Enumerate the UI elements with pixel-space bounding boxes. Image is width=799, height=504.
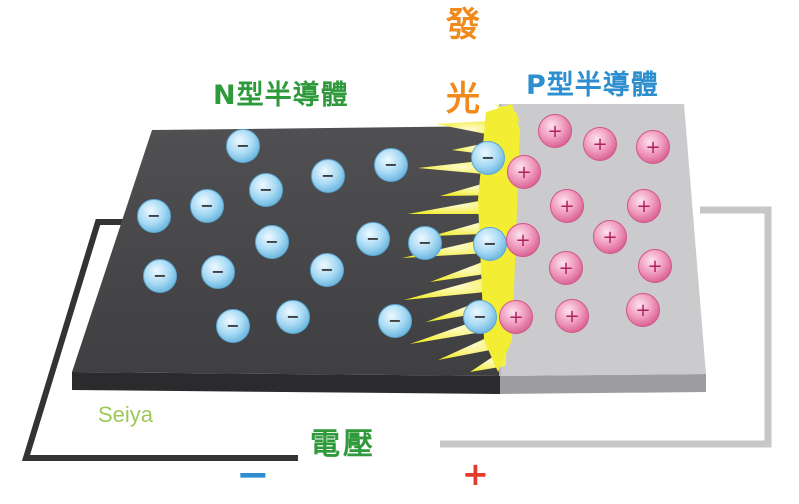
hole: + [506,223,540,257]
electron-symbol: − [320,260,333,279]
holes-group: + + + + + + + + + + + + + [499,114,672,334]
electron-symbol: − [384,155,397,174]
electron: − [408,226,442,260]
electron-symbol: − [259,180,272,199]
hole: + [550,189,584,223]
hole: + [583,127,617,161]
electron-symbol: − [226,316,239,335]
hole-symbol: + [547,121,562,142]
electron-symbol: − [211,262,224,281]
electron: − [190,189,224,223]
electron: − [473,227,507,261]
hole: + [627,189,661,223]
hole-symbol: + [559,196,574,217]
electron: − [143,259,177,293]
hole-symbol: + [647,256,662,277]
hole-symbol: + [508,307,523,328]
electron: − [463,300,497,334]
electron: − [201,255,235,289]
p-type-label: P型半導體 [526,70,659,101]
positive-wire [440,206,772,448]
light-label-char-2: 光 [446,79,480,119]
electron-symbol: − [200,196,213,215]
electron-symbol: − [265,232,278,251]
electron: − [216,309,250,343]
n-type-plate-side [72,372,500,394]
electron-symbol: − [147,206,160,225]
hole-symbol: + [558,258,573,279]
hole-symbol: + [636,196,651,217]
electron-symbol: − [418,233,431,252]
hole: + [538,114,572,148]
electron-symbol: − [366,229,379,248]
electron: − [471,141,505,175]
voltage-label: 電壓 [310,427,376,462]
electron: − [374,148,408,182]
hole-symbol: + [635,300,650,321]
hole: + [626,293,660,327]
hole-symbol: + [516,162,531,183]
n-type-label: N型半導體 [213,80,349,111]
hole: + [507,155,541,189]
electron: − [137,199,171,233]
electron-symbol: − [481,148,494,167]
electron-symbol: − [388,311,401,330]
electron-symbol: − [473,307,486,326]
electrons-group: − − − − − − − − − − − − − − − − − − [137,129,507,343]
electron: − [378,304,412,338]
electron: − [276,300,310,334]
hole-symbol: + [645,137,660,158]
light-spike [404,272,506,300]
hole-symbol: + [592,134,607,155]
hole: + [636,130,670,164]
light-label-char-1: 發 [446,5,480,45]
light-spike [494,104,520,122]
hole: + [499,300,533,334]
electron: − [255,225,289,259]
electron-symbol: − [286,307,299,326]
hole: + [555,299,589,333]
electron-symbol: − [321,166,334,185]
watermark-text: Seiya [98,402,154,427]
p-type-plate-side [500,374,706,394]
hole: + [549,251,583,285]
electron: − [310,253,344,287]
electron-symbol: − [236,136,249,155]
hole-symbol: + [602,227,617,248]
electron: − [249,173,283,207]
electron-symbol: − [483,234,496,253]
negative-terminal-sign: − [236,452,270,498]
electron: − [226,129,260,163]
electron: − [356,222,390,256]
electron: − [311,159,345,193]
positive-terminal-sign: + [462,455,489,493]
electron-symbol: − [153,266,166,285]
negative-wire [21,219,298,461]
hole-symbol: + [564,306,579,327]
hole-symbol: + [515,230,530,251]
hole: + [638,249,672,283]
hole: + [593,220,627,254]
